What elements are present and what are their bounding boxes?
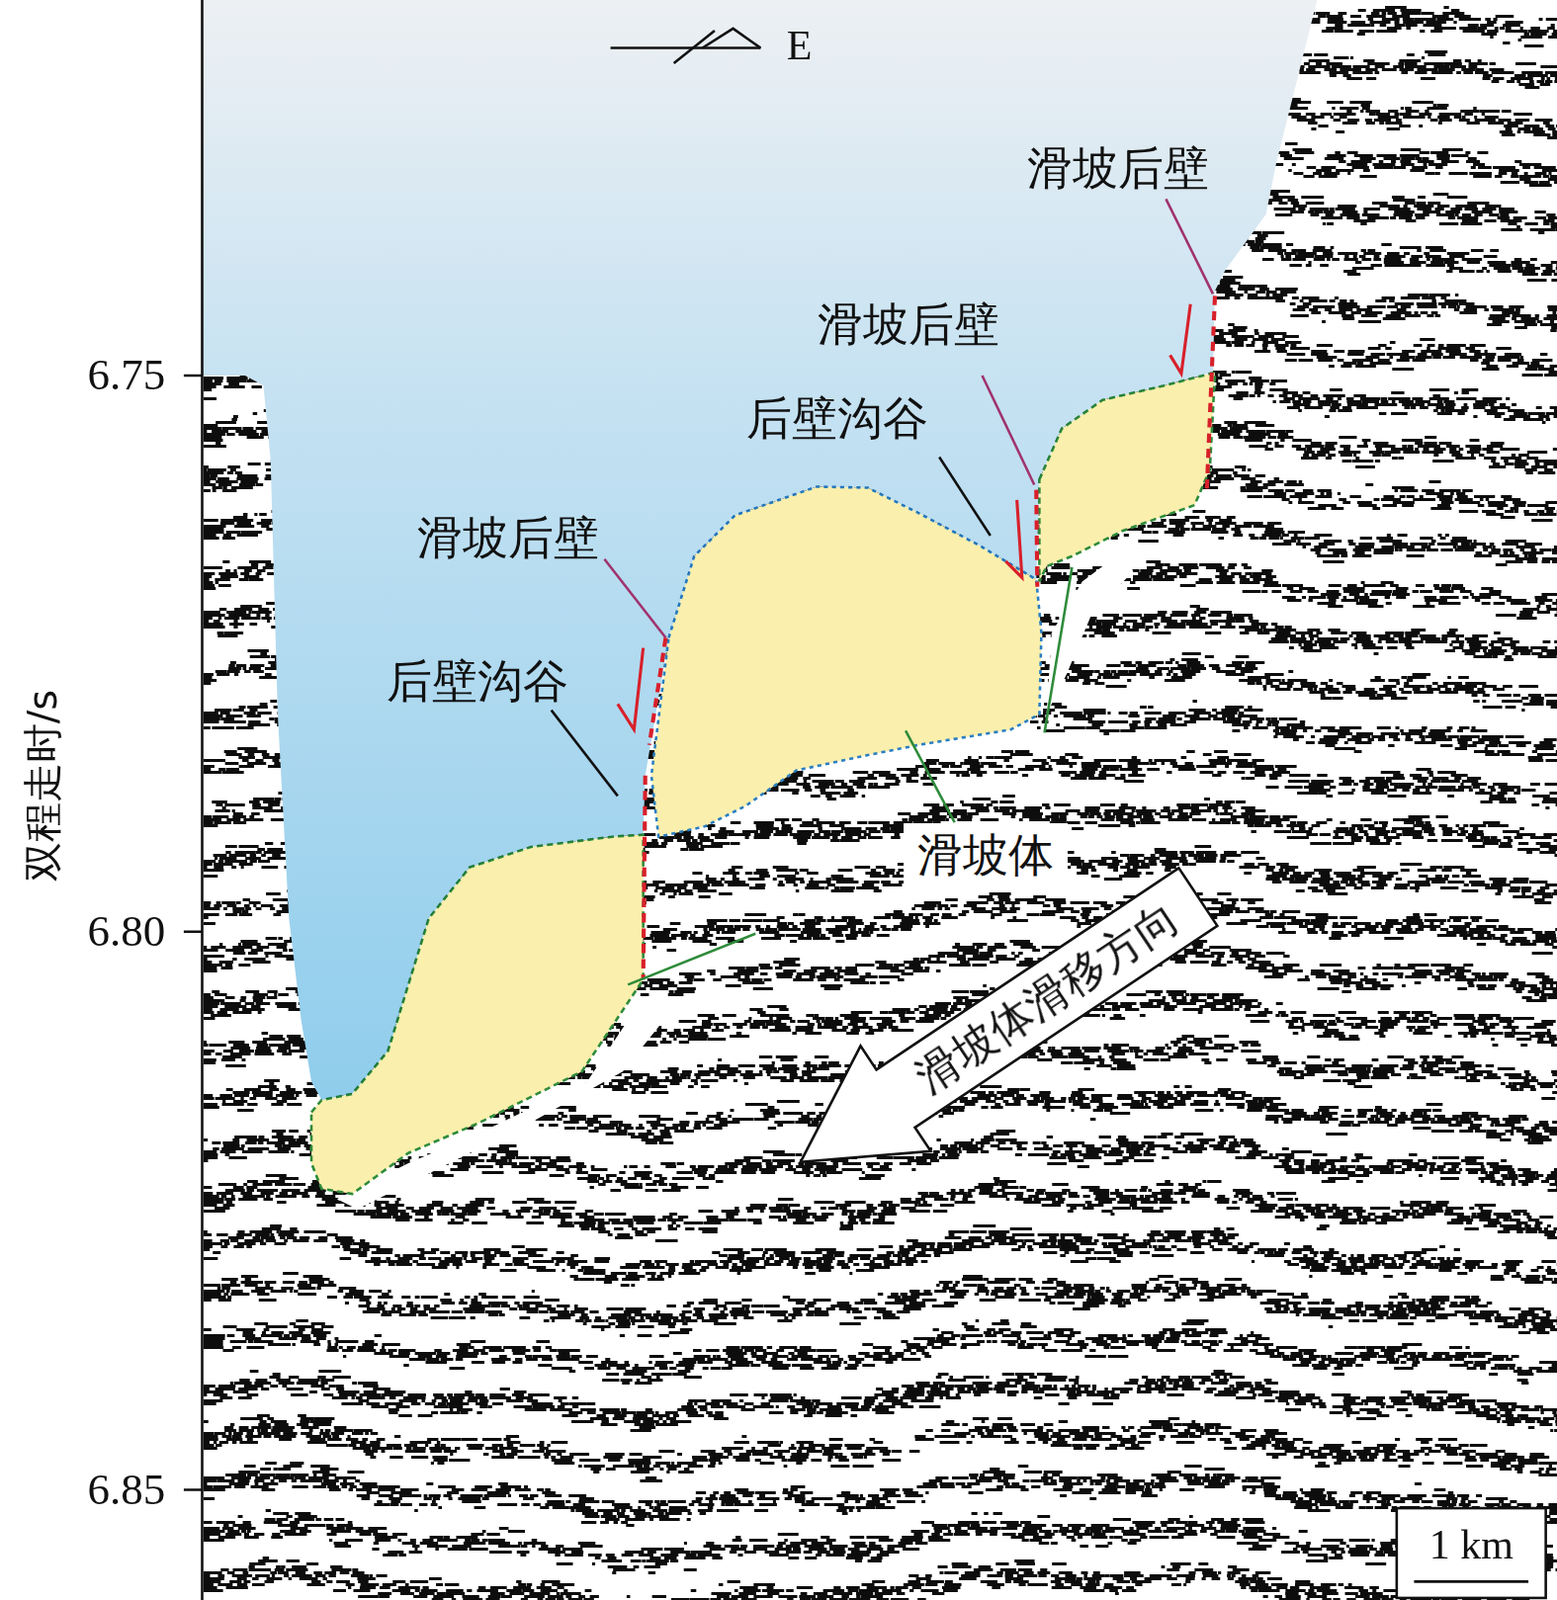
scarp-label: 滑坡后壁: [1027, 142, 1210, 195]
arrow-text-holder: 滑坡体滑移方向: [876, 867, 1218, 1127]
orientation-label: E: [786, 21, 813, 70]
axis: [183, 0, 1547, 1600]
slide-body: [1038, 372, 1215, 583]
tick-label: 6.75: [87, 349, 167, 402]
axis-margin: [0, 0, 202, 1600]
label-box: 滑坡体: [903, 823, 1068, 888]
leader-line: [1044, 567, 1073, 733]
slide-bodies: [311, 372, 1215, 1195]
fault-arrow: [617, 648, 644, 731]
scarp-line: [643, 776, 646, 981]
white-gap: [1046, 551, 1134, 715]
leader-line: [905, 730, 955, 823]
tick-label: 6.80: [87, 906, 167, 958]
fault-arrows: [617, 304, 1191, 731]
scarp-lines: [643, 295, 1215, 980]
scarp-label: 滑坡后壁: [817, 298, 1000, 351]
fault-arrow: [1005, 500, 1023, 578]
scarp-line: [1036, 490, 1038, 588]
scale-label: 1 km: [1429, 1521, 1514, 1569]
leader-line: [982, 375, 1036, 485]
arrow-label: 滑坡体滑移方向: [907, 893, 1188, 1103]
leader-lines: [551, 198, 1213, 985]
slide-body: [311, 835, 644, 1195]
body-label: 滑坡体: [917, 829, 1054, 882]
dip-tick: [674, 30, 715, 64]
strike-line: [610, 46, 762, 50]
leader-line: [551, 710, 618, 797]
direction-arrow: 滑坡体滑移方向: [764, 841, 1237, 1218]
gully-label: 后壁沟谷: [386, 655, 569, 708]
leader-line: [604, 559, 666, 639]
scarp-line: [649, 637, 667, 745]
scale-bar: [1413, 1580, 1529, 1584]
leader-line: [939, 457, 991, 537]
axis-line: [200, 0, 204, 1600]
arrow-outline: [766, 844, 1234, 1215]
dip-triangle: [702, 28, 762, 49]
tick-label: 6.85: [87, 1465, 167, 1517]
scarp-label: 滑坡后壁: [417, 512, 600, 565]
axis-ticks: [183, 375, 203, 1491]
gully-label: 后壁沟谷: [746, 392, 929, 445]
slide-body: [651, 487, 1042, 838]
scale-box: [1396, 1508, 1547, 1599]
axis-title: 双程走时/s: [19, 690, 66, 882]
strike-dip-symbol: [610, 28, 762, 64]
leader-line: [1165, 198, 1213, 294]
leader-line: [627, 934, 756, 986]
fault-arrow: [1170, 304, 1192, 374]
scarp-line: [1207, 295, 1215, 490]
